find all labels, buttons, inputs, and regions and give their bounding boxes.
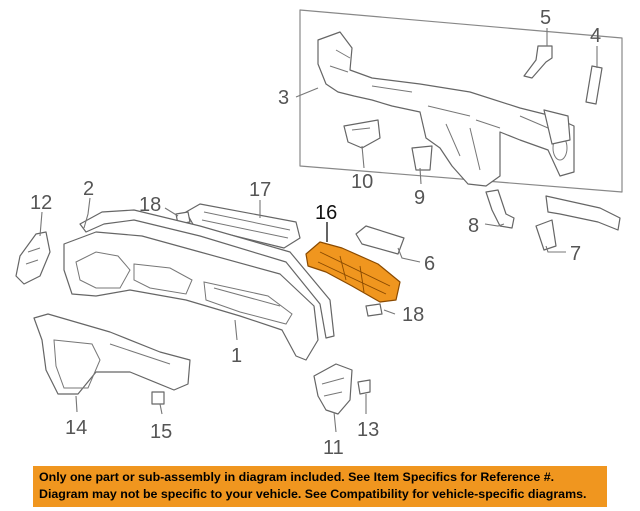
part-1-dashboard bbox=[63, 231, 319, 361]
callout-4: 4 bbox=[590, 25, 601, 47]
callout-18-lower: 18 bbox=[402, 304, 424, 326]
part-5-bracket bbox=[523, 45, 553, 79]
callout-17: 17 bbox=[249, 179, 271, 201]
part-6-duct bbox=[355, 225, 405, 255]
callout-7: 7 bbox=[570, 243, 581, 265]
part-11-bracket bbox=[313, 363, 353, 415]
parts-diagram: 3 5 4 10 9 8 7 6 12 2 18 17 16 18 1 14 1… bbox=[15, 7, 623, 459]
part-16-highlighted-duct bbox=[305, 241, 401, 303]
callout-5: 5 bbox=[540, 7, 551, 29]
callout-8: 8 bbox=[468, 215, 479, 237]
part-12-side-panel bbox=[15, 231, 51, 285]
part-8-bracket bbox=[485, 189, 515, 229]
callout-15: 15 bbox=[150, 421, 172, 443]
callout-labels: 3 5 4 10 9 8 7 6 12 2 18 17 16 18 1 14 1… bbox=[30, 7, 601, 459]
part-9-bracket bbox=[411, 145, 433, 171]
disclaimer-line-2: Diagram may not be specific to your vehi… bbox=[39, 487, 587, 501]
part-4-strip bbox=[585, 65, 603, 105]
callout-16: 16 bbox=[315, 202, 337, 224]
callout-10: 10 bbox=[351, 171, 373, 193]
callout-12: 12 bbox=[30, 192, 52, 214]
disclaimer-banner: Only one part or sub-assembly in diagram… bbox=[33, 466, 607, 507]
part-13-clip bbox=[357, 379, 371, 395]
disclaimer-line-1: Only one part or sub-assembly in diagram… bbox=[39, 470, 555, 484]
callout-13: 13 bbox=[357, 419, 379, 441]
callout-3: 3 bbox=[278, 87, 289, 109]
leader-lines bbox=[39, 28, 598, 433]
part-2-garnish bbox=[79, 209, 335, 339]
part-18-clip-lower bbox=[365, 303, 383, 317]
part-3-hanger-beam bbox=[317, 31, 575, 187]
part-15-clip bbox=[151, 391, 165, 405]
callout-11: 11 bbox=[323, 437, 344, 459]
callout-1: 1 bbox=[231, 345, 242, 367]
part-7-bracket bbox=[535, 195, 621, 251]
part-10-bracket bbox=[343, 119, 381, 149]
callout-9: 9 bbox=[414, 187, 425, 209]
callout-2: 2 bbox=[83, 178, 94, 200]
part-14-console bbox=[33, 313, 191, 395]
callout-6: 6 bbox=[424, 253, 435, 275]
callout-14: 14 bbox=[65, 417, 87, 439]
callout-18-upper: 18 bbox=[139, 194, 161, 216]
